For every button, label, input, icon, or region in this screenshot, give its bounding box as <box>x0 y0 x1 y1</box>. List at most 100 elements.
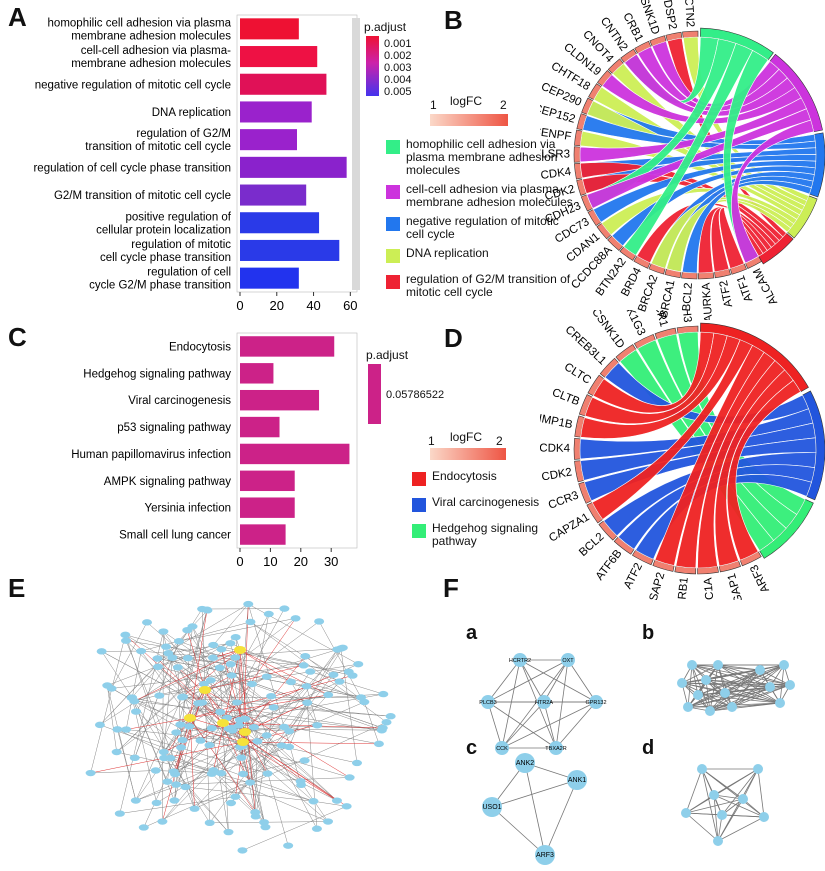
panel-d-legend-item: Endocytosis <box>412 470 552 490</box>
network-edge <box>210 680 301 782</box>
network-hub-node <box>199 686 211 694</box>
panel-d-gene-label: ARF3 <box>748 563 772 595</box>
network-node <box>226 799 237 807</box>
network-node <box>295 778 306 785</box>
panel-d-gene-label: CXCR1 <box>648 310 670 328</box>
network-edge <box>189 717 195 809</box>
module-d-edge <box>721 814 765 818</box>
network-node <box>170 770 181 778</box>
panel-a-legend: p.adjust 0.001 0.002 0.003 0.004 0.005 <box>362 20 442 102</box>
panel-label-b: B <box>444 5 463 35</box>
panel-b-gene-label: CDK2 <box>543 183 576 203</box>
network-edge <box>157 658 224 724</box>
network-node <box>373 740 384 748</box>
network-node <box>238 770 249 778</box>
network-edge <box>111 665 304 689</box>
network-node <box>208 641 219 649</box>
sub-label-c: c <box>466 737 478 759</box>
panel-b-gene-label: CEP152 <box>540 102 577 125</box>
module-a-edge <box>519 659 597 703</box>
module-b-edge <box>687 664 785 708</box>
network-edge <box>244 656 306 733</box>
network-edge <box>90 770 156 774</box>
network-node <box>261 732 272 739</box>
network-edge <box>177 667 203 703</box>
panel-a-tick-1: 0.001 <box>384 38 412 50</box>
module-a-edge <box>501 659 521 749</box>
network-node <box>198 680 209 688</box>
network-edge <box>241 735 267 758</box>
module-c-node <box>515 753 535 773</box>
network-node <box>152 655 163 662</box>
network-hub-node <box>217 719 229 727</box>
panel-d-ribbon <box>727 379 802 561</box>
network-edge <box>182 696 329 822</box>
panel-label-f: F <box>443 573 459 603</box>
module-a-node <box>561 653 575 667</box>
network-node <box>214 664 225 672</box>
panel-c-category-label: p53 signaling pathway <box>117 422 231 434</box>
network-node <box>311 825 322 832</box>
network-node <box>378 690 389 698</box>
network-node <box>308 798 319 805</box>
panel-a-category-label: membrane adhesion molecules <box>71 58 231 70</box>
module-a-edge <box>501 659 569 749</box>
module-b-edge <box>709 684 791 712</box>
network-node <box>259 819 270 826</box>
network-node <box>334 678 345 685</box>
panel-d-gene-label: ARRB1 <box>675 577 691 600</box>
network-node <box>245 779 256 786</box>
panel-b-legend-item: cell-cell adhesion via plasma-membrane a… <box>386 183 586 209</box>
network-edge <box>181 649 241 698</box>
network-node <box>226 724 237 732</box>
network-node <box>138 824 149 831</box>
module-d-edge <box>713 794 719 842</box>
panel-a-xtick-label: 20 <box>270 298 284 313</box>
panel-d-logfc-legend: logFC 1 2 <box>414 430 524 470</box>
network-edge <box>303 665 349 672</box>
module-b-edge <box>681 664 785 684</box>
network-node <box>129 697 140 705</box>
panel-c-category-label: Hedgehog signaling pathway <box>83 368 231 380</box>
panel-b-logfc-bar <box>430 114 508 126</box>
panel-c-legend: p.adjust 0.05786522 <box>366 348 456 424</box>
network-node <box>158 748 169 756</box>
network-node <box>152 663 163 671</box>
panel-a-facet-strip <box>352 18 360 290</box>
network-node <box>161 643 172 650</box>
network-edge <box>273 707 391 717</box>
network-node <box>205 677 216 684</box>
panel-a-bar <box>240 129 297 151</box>
panel-b-legend-swatch <box>386 217 400 231</box>
network-edge <box>242 741 338 801</box>
network-node <box>230 793 241 800</box>
network-edge <box>165 646 255 728</box>
module-b-node <box>683 702 693 712</box>
network-node <box>268 704 279 711</box>
network-edge <box>101 651 133 698</box>
panel-b-legend-label: DNA replication <box>406 246 489 260</box>
network-node <box>301 683 312 690</box>
network-hub-node <box>234 646 246 654</box>
module-b-edge <box>731 686 771 708</box>
module-b-edge <box>681 664 719 684</box>
network-edge <box>172 657 231 665</box>
panel-a-xtick-label: 40 <box>306 298 320 313</box>
panel-c-category-label: Human papillomavirus infection <box>71 449 231 461</box>
panel-a-bar <box>240 101 312 123</box>
module-a-node-label: PLCB3 <box>479 700 496 706</box>
panel-c-category-label: Endocytosis <box>169 341 231 353</box>
network-edge <box>211 728 229 833</box>
network-edge <box>288 647 344 732</box>
panel-c-category-label: Small cell lung cancer <box>119 530 231 542</box>
network-edge <box>185 786 314 802</box>
panel-b-chord-diagram: DCTN2CTDSP2CSNK1DCRB1CNTN2CNOT4CLDN19CHT… <box>540 0 825 320</box>
panel-b-gene-label: ATF1 <box>735 274 755 304</box>
network-edge <box>107 685 117 753</box>
panel-a-legend-title: p.adjust <box>364 20 407 34</box>
network-node <box>131 708 142 715</box>
network-edge <box>167 758 171 782</box>
